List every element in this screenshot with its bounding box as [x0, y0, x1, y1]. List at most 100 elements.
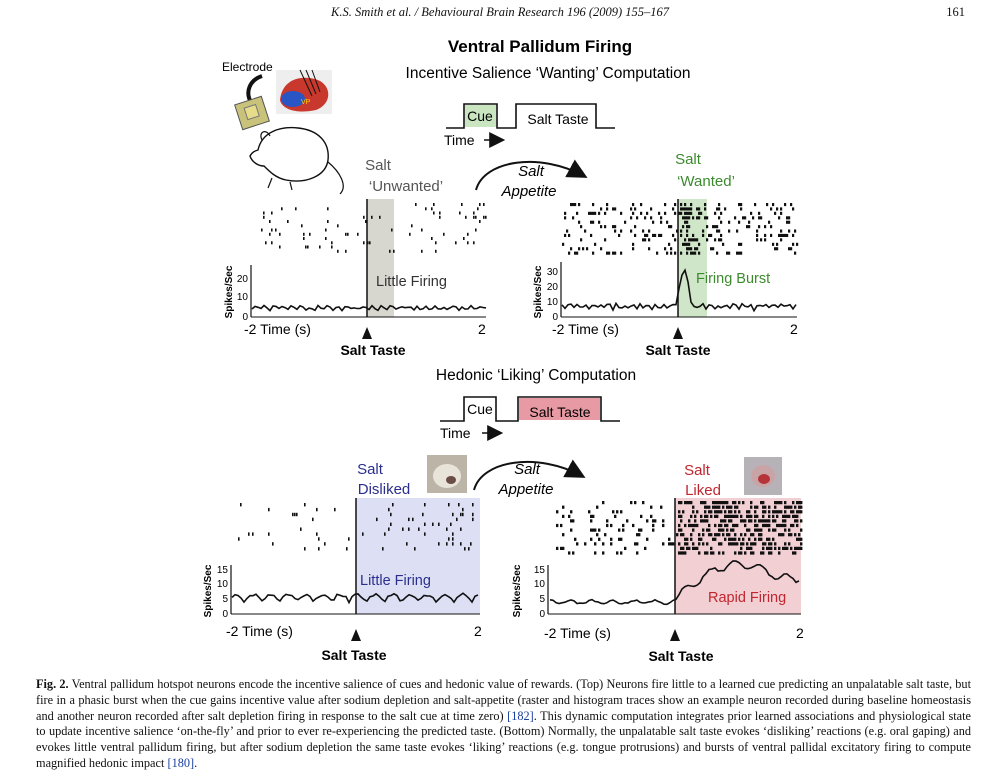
- caption-text-2: . This dynamic computation integrates pr…: [36, 708, 972, 770]
- raster-tick: [660, 220, 663, 224]
- raster-tick: [752, 542, 755, 546]
- raster-tick: [704, 216, 707, 220]
- raster-tick: [732, 542, 735, 546]
- raster-tick: [688, 523, 691, 528]
- raster-tick: [462, 512, 464, 517]
- raster-tick: [722, 519, 725, 523]
- raster-tick: [652, 528, 655, 532]
- raster-tick: [730, 542, 733, 546]
- raster-tick: [714, 533, 717, 537]
- raster-tick: [582, 247, 585, 251]
- raster-tick: [682, 225, 685, 229]
- raster-tick: [714, 510, 717, 514]
- xstart-disliked: -2 Time (s): [226, 623, 293, 639]
- raster-tick: [728, 510, 731, 514]
- raster-tick: [718, 238, 721, 242]
- raster-tick: [438, 542, 440, 546]
- raster-tick: [782, 546, 785, 550]
- raster-tick: [778, 510, 781, 514]
- xend-unwanted: 2: [478, 321, 486, 337]
- raster-tick: [784, 519, 787, 523]
- raster-tick: [758, 211, 761, 215]
- raster-tick: [764, 233, 767, 237]
- raster-tick: [602, 501, 605, 505]
- raster-tick: [688, 519, 691, 523]
- figure-title: Ventral Pallidum Firing: [448, 37, 632, 56]
- raster-tick: [566, 229, 569, 233]
- raster-tick: [690, 514, 693, 518]
- raster-tick: [696, 207, 699, 211]
- raster-tick: [316, 532, 318, 536]
- raster-tick: [786, 546, 789, 550]
- raster-tick: [740, 207, 743, 211]
- raster-tick: [580, 238, 583, 242]
- raster-tick: [794, 229, 797, 233]
- raster-tick: [346, 547, 348, 551]
- raster-tick: [702, 528, 705, 532]
- raster-tick: [624, 546, 627, 550]
- raster-tick: [738, 501, 741, 505]
- raster-tick: [738, 510, 741, 514]
- raster-tick: [780, 501, 783, 505]
- raster-tick: [632, 523, 635, 528]
- raster-tick: [630, 216, 633, 220]
- raster-tick: [756, 233, 759, 237]
- raster-tick: [620, 211, 623, 215]
- raster-tick: [670, 542, 673, 546]
- raster-tick: [467, 232, 469, 236]
- raster-tick: [654, 233, 657, 237]
- raster-tick: [556, 546, 559, 550]
- raster-tick: [698, 533, 701, 537]
- raster-tick: [646, 211, 649, 215]
- vp-region: [281, 91, 305, 107]
- raster-tick: [614, 514, 617, 518]
- raster-tick: [792, 501, 795, 505]
- histogram-liked: [549, 560, 800, 606]
- raster-tick: [694, 546, 697, 550]
- appetite-arrow-bottom: Salt Appetite: [473, 459, 586, 498]
- raster-tick: [596, 533, 599, 537]
- probe-lines-2: [305, 69, 317, 95]
- raster-tick: [754, 510, 757, 514]
- raster-tick: [433, 203, 435, 206]
- raster-tick: [578, 247, 581, 251]
- raster-tick: [265, 241, 267, 245]
- raster-tick: [704, 510, 707, 514]
- raster-tick: [606, 523, 609, 528]
- panel-disliked: Salt Disliked 15 10 5 0 Spikes/Sec Littl…: [203, 455, 482, 663]
- raster-tick: [796, 242, 799, 246]
- appetite-arrow-top: Salt Appetite: [475, 159, 588, 200]
- caption-ref-180[interactable]: [180]: [167, 755, 195, 770]
- raster-tick: [732, 528, 735, 532]
- raster-tick: [600, 207, 603, 211]
- raster-tick: [576, 542, 579, 546]
- caption-ref-182[interactable]: [182]: [507, 708, 534, 723]
- raster-tick: [788, 216, 791, 220]
- raster-tick: [462, 507, 464, 512]
- raster-tick: [684, 207, 687, 211]
- raster-tick: [706, 238, 709, 242]
- raster-tick: [734, 523, 737, 528]
- tick-0-unwanted: 0: [242, 312, 248, 323]
- raster-tick: [594, 242, 597, 246]
- raster-tick: [263, 215, 265, 219]
- raster-tick: [331, 241, 333, 245]
- raster-tick: [706, 542, 709, 546]
- raster-tick: [415, 203, 417, 206]
- raster-tick: [784, 505, 787, 509]
- raster-tick: [483, 203, 485, 206]
- raster-tick: [307, 245, 309, 249]
- raster-tick: [698, 242, 701, 246]
- raster-tick: [316, 507, 318, 512]
- raster-tick: [780, 523, 783, 528]
- raster-tick: [794, 533, 797, 537]
- annotation-disliked: Little Firing: [360, 573, 431, 589]
- raster-tick: [680, 546, 683, 550]
- raster-tick: [680, 233, 683, 237]
- raster-tick: [686, 251, 689, 255]
- raster-tick: [439, 211, 441, 215]
- raster-tick: [732, 514, 735, 518]
- raster-tick: [760, 537, 763, 541]
- raster-tick: [720, 542, 723, 546]
- raster-tick: [477, 207, 479, 211]
